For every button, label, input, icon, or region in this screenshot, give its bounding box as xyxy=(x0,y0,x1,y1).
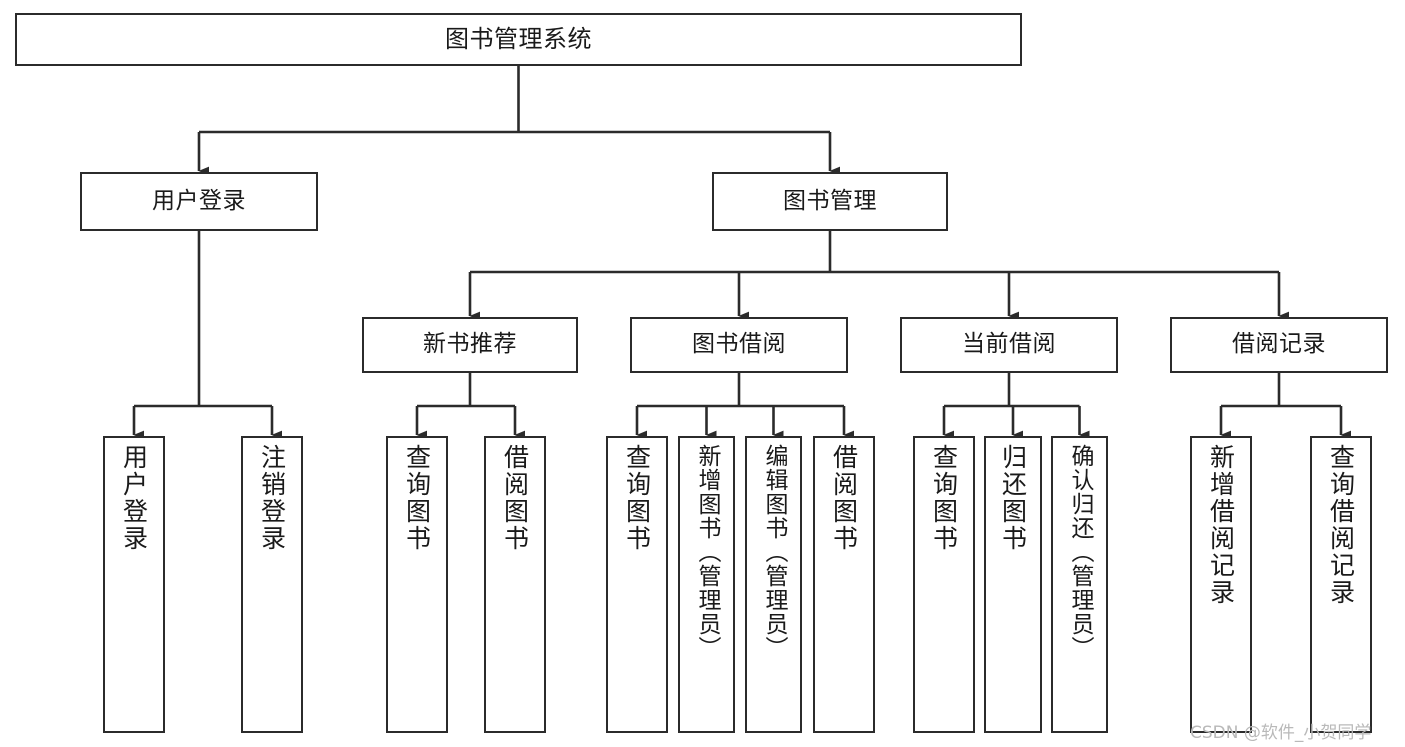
node-l_b_book1[interactable]: 借阅图书 xyxy=(484,436,546,733)
node-current[interactable]: 当前借阅 xyxy=(900,317,1118,373)
node-l_return[interactable]: 归还图书 xyxy=(984,436,1042,733)
node-l_add_book[interactable]: 新增图书（管理员） xyxy=(678,436,735,733)
node-borrow[interactable]: 图书借阅 xyxy=(630,317,848,373)
node-label: 注销登录 xyxy=(257,444,287,552)
node-root[interactable]: 图书管理系统 xyxy=(15,13,1022,66)
node-label: 归还图书 xyxy=(998,444,1028,552)
node-label: 编辑图书（管理员） xyxy=(761,444,787,660)
node-label: 查询图书 xyxy=(622,444,652,552)
node-l_add_rec[interactable]: 新增借阅记录 xyxy=(1190,436,1252,733)
node-label: 新书推荐 xyxy=(423,331,517,358)
node-l_q_rec[interactable]: 查询借阅记录 xyxy=(1310,436,1372,733)
node-label: 新增借阅记录 xyxy=(1206,444,1236,606)
node-label: 查询借阅记录 xyxy=(1326,444,1356,606)
node-label: 用户登录 xyxy=(119,444,149,552)
node-l_q_book2[interactable]: 查询图书 xyxy=(606,436,668,733)
node-label: 借阅记录 xyxy=(1232,331,1326,358)
node-l_logout[interactable]: 注销登录 xyxy=(241,436,303,733)
node-label: 图书管理系统 xyxy=(445,25,592,54)
node-l_login[interactable]: 用户登录 xyxy=(103,436,165,733)
node-label: 新增图书（管理员） xyxy=(694,444,720,660)
node-label: 借阅图书 xyxy=(500,444,530,552)
node-book_mgmt[interactable]: 图书管理 xyxy=(712,172,948,231)
node-new_book[interactable]: 新书推荐 xyxy=(362,317,578,373)
node-label: 借阅图书 xyxy=(829,444,859,552)
node-l_q_book1[interactable]: 查询图书 xyxy=(386,436,448,733)
node-l_b_book2[interactable]: 借阅图书 xyxy=(813,436,875,733)
node-label: 查询图书 xyxy=(402,444,432,552)
node-label: 用户登录 xyxy=(152,187,246,214)
node-l_confirm[interactable]: 确认归还（管理员） xyxy=(1051,436,1108,733)
node-label: 查询图书 xyxy=(929,444,959,552)
node-l_q_book3[interactable]: 查询图书 xyxy=(913,436,975,733)
node-label: 确认归还（管理员） xyxy=(1067,444,1093,660)
csdn-watermark: CSDN @软件_小贺同学 xyxy=(1190,723,1372,743)
node-label: 当前借阅 xyxy=(962,331,1056,358)
node-label: 图书借阅 xyxy=(692,331,786,358)
node-l_edit_book[interactable]: 编辑图书（管理员） xyxy=(745,436,802,733)
node-label: 图书管理 xyxy=(783,187,877,214)
node-records[interactable]: 借阅记录 xyxy=(1170,317,1388,373)
node-user_login[interactable]: 用户登录 xyxy=(80,172,318,231)
